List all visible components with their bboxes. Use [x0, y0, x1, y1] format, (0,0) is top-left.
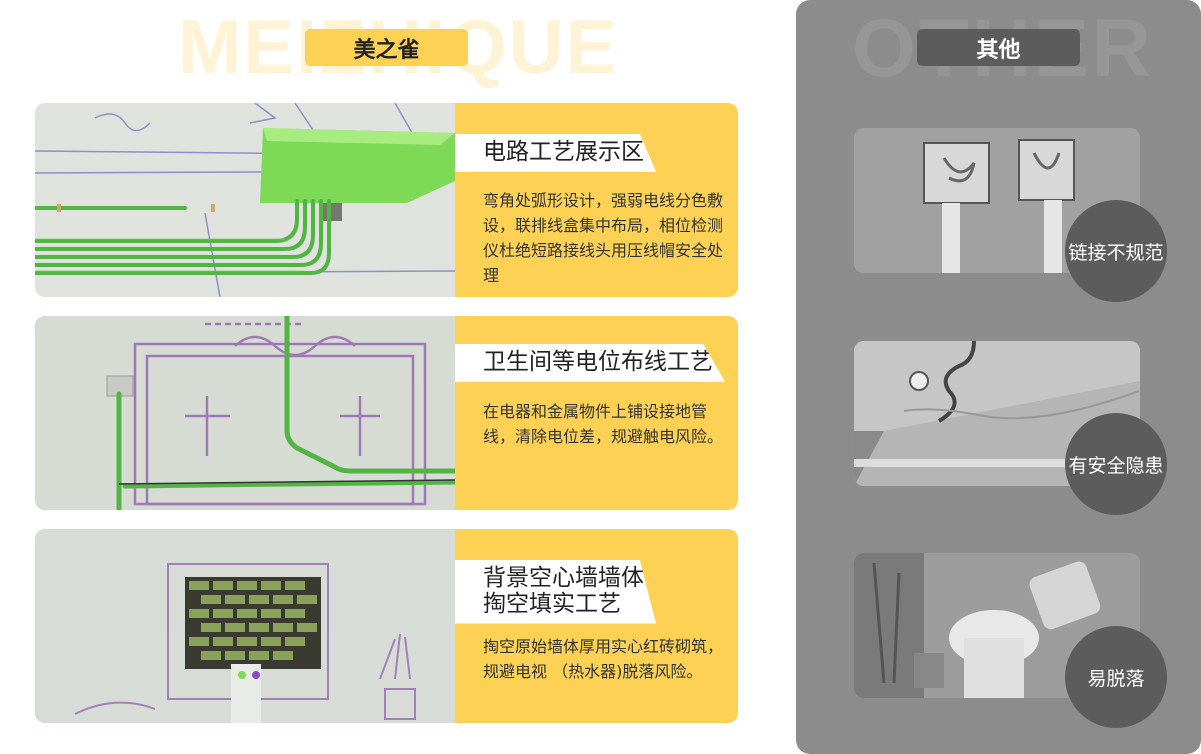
feature-info-panel [455, 529, 738, 723]
feature-description: 掏空原始墙体厚用实心红砖砌筑，规避电视 （热水器)脱落风险。 [483, 637, 724, 681]
feature-title: 电路工艺展示区 [455, 134, 656, 172]
feature-card-wall: 背景空心墙墙体 掏空填实工艺 掏空原始墙体厚用实心红砖砌筑，规避电视 （热水器)… [35, 529, 738, 723]
feature-title: 卫生间等电位布线工艺 [455, 344, 725, 382]
feature-title: 背景空心墙墙体 掏空填实工艺 [455, 560, 656, 624]
hollow-wall-photo [35, 529, 455, 723]
feature-card-bathroom: 卫生间等电位布线工艺 在电器和金属物件上铺设接地管线，清除电位差，规避触电风险。 [35, 316, 738, 510]
feature-description: 在电器和金属物件上铺设接地管线，清除电位差，规避触电风险。 [483, 402, 724, 446]
issue-badge: 有安全隐患 [1065, 413, 1167, 515]
other-badge: 其他 [917, 29, 1080, 66]
feature-description: 弯角处弧形设计，强弱电线分色敷设，联排线盒集中布局，相位检测仪杜绝短路接线头用压… [483, 191, 724, 285]
meizhique-section: MEIZHIQUE 美之雀 [35, 5, 738, 723]
issue-badge: 易脱落 [1065, 626, 1167, 728]
brand-badge: 美之雀 [305, 29, 468, 66]
circuit-wiring-photo [35, 103, 455, 297]
feature-card-circuit: 电路工艺展示区 弯角处弧形设计，强弱电线分色敷设，联排线盒集中布局，相位检测仪杜… [35, 103, 738, 297]
issue-badge: 链接不规范 [1065, 200, 1167, 302]
bathroom-grounding-photo [35, 316, 455, 510]
